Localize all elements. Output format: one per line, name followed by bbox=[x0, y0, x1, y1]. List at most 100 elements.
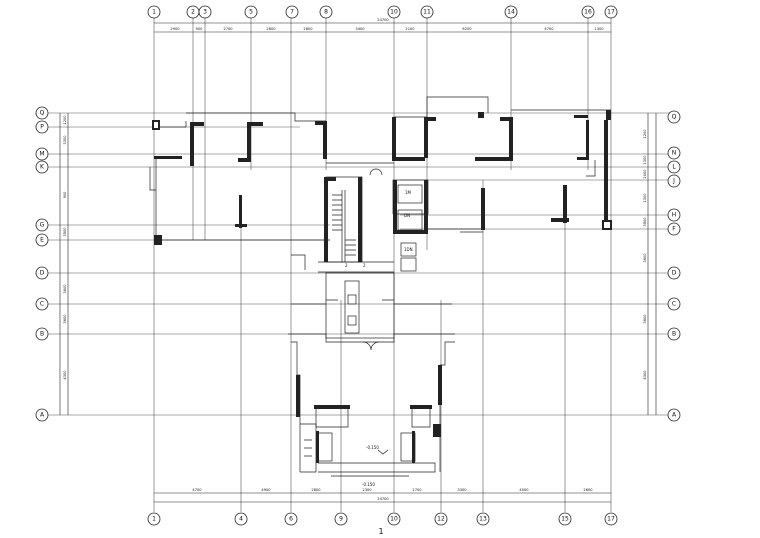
right-dim-6: 3600 bbox=[643, 253, 647, 263]
top-dim-1: 2900 bbox=[170, 27, 180, 31]
svg-text:1: 1 bbox=[152, 516, 156, 523]
right-dim-4: 1300 bbox=[643, 193, 647, 203]
top-dim-5: 2800 bbox=[303, 27, 313, 31]
axis-bubble-bottom-6: 6 bbox=[284, 512, 298, 526]
axis-bubble-bottom-17: 17 bbox=[604, 512, 618, 526]
svg-text:B: B bbox=[40, 331, 44, 338]
svg-text:16: 16 bbox=[584, 9, 592, 16]
top-dim-3: 2700 bbox=[223, 27, 233, 31]
left-dimension-chain: 1200 3300 900 3500 3600 3600 4300 bbox=[59, 113, 69, 415]
column-bubbles-bottom: 1 4 6 9 10 12 13 15 17 bbox=[147, 512, 618, 526]
bottom-dim-8: 2600 bbox=[583, 488, 593, 492]
left-dim-5: 3600 bbox=[63, 284, 67, 294]
axis-bubble-top-3: 3 bbox=[198, 5, 212, 19]
bottom-dimension-chain: 4700 4900 2800 2300 2700 3300 4500 2600 … bbox=[154, 488, 611, 503]
bottom-dim-2: 4900 bbox=[261, 488, 271, 492]
axis-bubble-right-j: J bbox=[667, 174, 681, 188]
room-label-dn: DN bbox=[404, 213, 410, 218]
row-bubbles-right: Q N L J H F D C B A bbox=[667, 110, 681, 422]
svg-text:10: 10 bbox=[390, 516, 398, 523]
axis-bubble-right-d: D bbox=[667, 266, 681, 280]
svg-text:17: 17 bbox=[607, 9, 615, 16]
bottom-dim-3: 2800 bbox=[311, 488, 321, 492]
svg-text:M: M bbox=[39, 151, 44, 158]
svg-text:B: B bbox=[672, 331, 676, 338]
svg-text:7: 7 bbox=[290, 9, 294, 16]
svg-text:6: 6 bbox=[289, 516, 293, 523]
left-dim-6: 3600 bbox=[63, 314, 67, 324]
axis-bubble-right-h: H bbox=[667, 208, 681, 222]
svg-text:P: P bbox=[40, 124, 44, 131]
svg-text:G: G bbox=[40, 222, 45, 229]
annotations: 1M DN 1DN 2 2 -0.150 -0.150 bbox=[345, 190, 413, 487]
svg-text:4: 4 bbox=[239, 516, 243, 523]
axis-bubble-top-11: 11 bbox=[420, 5, 434, 19]
axis-bubble-bottom-4: 4 bbox=[234, 512, 248, 526]
axis-bubble-right-n: N bbox=[667, 146, 681, 160]
axis-bubble-top-2: 2 bbox=[186, 5, 200, 19]
svg-text:2: 2 bbox=[191, 9, 195, 16]
axis-bubble-top-1: 1 bbox=[147, 5, 161, 19]
axis-bubble-bottom-10: 10 bbox=[387, 512, 401, 526]
top-dim-6: 3400 bbox=[355, 27, 365, 31]
svg-text:8: 8 bbox=[324, 9, 328, 16]
bottom-dim-7: 4500 bbox=[519, 488, 529, 492]
room-label-2b: 2 bbox=[363, 263, 366, 268]
axis-bubble-bottom-15: 15 bbox=[558, 512, 572, 526]
svg-text:E: E bbox=[40, 237, 44, 244]
axis-bubble-left-a: A bbox=[35, 408, 49, 422]
bottom-dim-4: 2300 bbox=[362, 488, 372, 492]
top-dim-7: 2100 bbox=[405, 27, 415, 31]
svg-text:H: H bbox=[672, 212, 677, 219]
room-label-1m: 1M bbox=[405, 190, 412, 195]
top-dim-10: 1300 bbox=[594, 27, 604, 31]
axis-bubble-top-5: 5 bbox=[244, 5, 258, 19]
top-dim-total: 24700 bbox=[377, 18, 389, 22]
svg-text:3: 3 bbox=[203, 9, 207, 16]
svg-text:5: 5 bbox=[249, 9, 253, 16]
axis-bubble-right-b: B bbox=[667, 327, 681, 341]
column-bubbles-top: 1 2 3 5 7 8 10 11 14 16 17 bbox=[147, 5, 618, 19]
axis-bubble-top-10: 10 bbox=[387, 5, 401, 19]
top-dim-9: 4700 bbox=[544, 27, 554, 31]
svg-text:J: J bbox=[672, 178, 675, 185]
svg-text:Q: Q bbox=[40, 110, 45, 117]
axis-bubble-bottom-13: 13 bbox=[476, 512, 490, 526]
axis-bubble-bottom-1: 1 bbox=[147, 512, 161, 526]
left-dim-7: 4300 bbox=[63, 370, 67, 380]
svg-text:D: D bbox=[40, 270, 45, 277]
axis-bubble-top-14: 14 bbox=[504, 5, 518, 19]
axis-bubble-top-16: 16 bbox=[581, 5, 595, 19]
axis-bubble-left-m: M bbox=[35, 147, 49, 161]
level-mark-2: -0.150 bbox=[362, 482, 375, 487]
axis-bubble-top-17: 17 bbox=[604, 5, 618, 19]
axis-bubble-left-d: D bbox=[35, 266, 49, 280]
svg-text:15: 15 bbox=[561, 516, 569, 523]
svg-text:9: 9 bbox=[339, 516, 343, 523]
bottom-dim-6: 3300 bbox=[457, 488, 467, 492]
bottom-dim-1: 4700 bbox=[192, 488, 202, 492]
svg-text:Q: Q bbox=[672, 114, 677, 121]
svg-text:N: N bbox=[672, 150, 677, 157]
axis-bubble-bottom-12: 12 bbox=[434, 512, 448, 526]
axis-bubble-right-f: F bbox=[667, 222, 681, 236]
left-dim-3: 900 bbox=[63, 191, 67, 199]
left-dim-1: 1200 bbox=[63, 115, 67, 125]
right-dim-2: 1300 bbox=[643, 155, 647, 165]
axis-bubble-right-c: C bbox=[667, 297, 681, 311]
axis-bubble-left-q: Q bbox=[35, 106, 49, 120]
left-dim-4: 3500 bbox=[63, 227, 67, 237]
svg-text:11: 11 bbox=[423, 9, 431, 16]
top-dim-2: 900 bbox=[196, 27, 204, 31]
row-bubbles-left: Q P M K G E D C B A bbox=[35, 106, 49, 422]
svg-text:13: 13 bbox=[479, 516, 487, 523]
axis-bubble-left-c: C bbox=[35, 297, 49, 311]
svg-text:A: A bbox=[672, 412, 677, 419]
right-dim-7: 3600 bbox=[643, 314, 647, 324]
svg-text:K: K bbox=[40, 164, 45, 171]
right-dimension-chain: 1200 1300 2000 1300 3500 3600 3600 4300 bbox=[643, 113, 657, 415]
bottom-dim-5: 2700 bbox=[412, 488, 422, 492]
axis-bubble-right-q: Q bbox=[667, 110, 681, 124]
svg-text:17: 17 bbox=[607, 516, 615, 523]
